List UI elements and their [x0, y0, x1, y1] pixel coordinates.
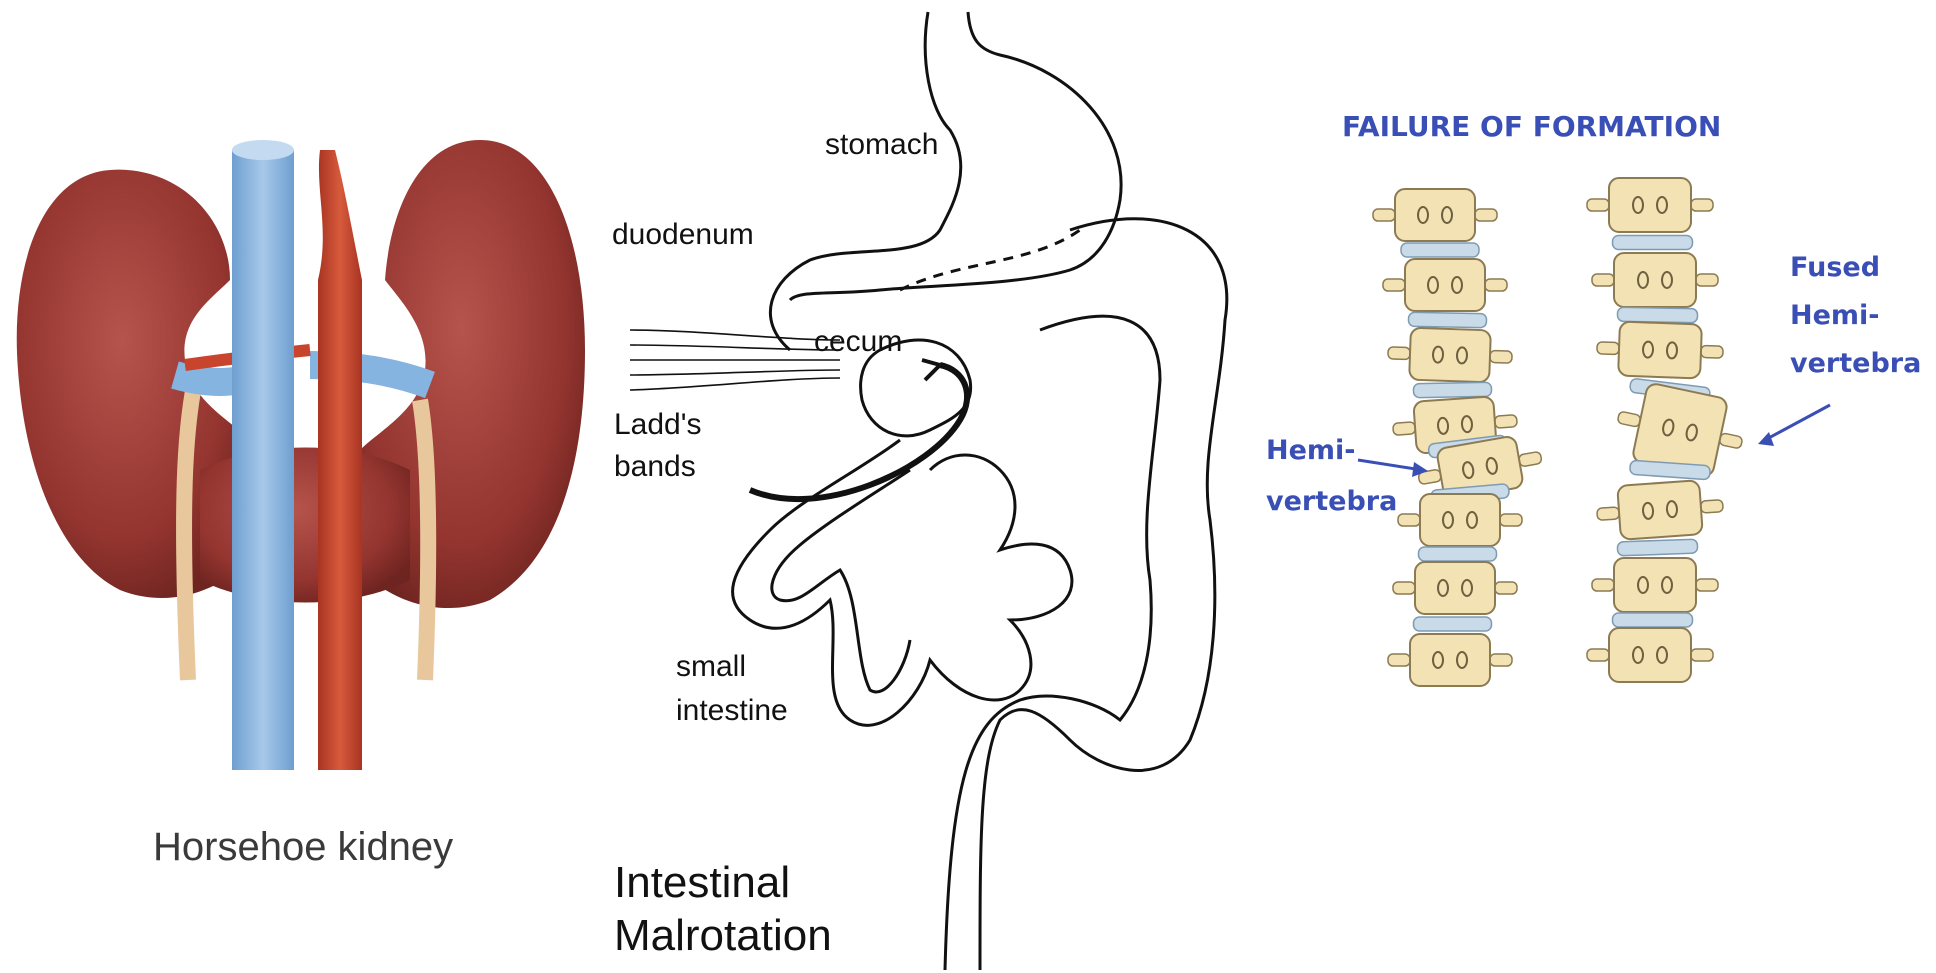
ivc-opening [232, 140, 294, 160]
small-intestine-inner [772, 470, 910, 692]
fused-label-line2: Hemi- [1790, 300, 1880, 331]
small-intestine-label-line1: small [676, 650, 746, 684]
horseshoe-kidney-panel: Horsehoe kidney [0, 0, 600, 973]
vertebra [1398, 494, 1522, 546]
intervertebral-disc [1617, 539, 1697, 556]
ladds-band-2 [630, 345, 840, 350]
ladds-label-line1: Ladd's [614, 408, 701, 442]
cecum-label: cecum [814, 325, 902, 359]
intervertebral-disc [1408, 312, 1486, 327]
ladds-label-line2: bands [614, 450, 696, 484]
hemi-vertebra-label-line2: vertebra [1266, 486, 1397, 517]
right-spine [1587, 178, 1750, 682]
intervertebral-disc [1413, 382, 1491, 397]
vertebra-panel: FAILURE OF FORMATION Hemi- vertebra Fuse… [1250, 0, 1936, 973]
vertebra [1393, 562, 1517, 614]
aorta [318, 150, 362, 770]
malrotation-caption-line1: Intestinal [614, 855, 790, 911]
vertebra [1387, 327, 1513, 383]
hidden-duodenum [900, 230, 1080, 290]
colon-outline-outer [980, 219, 1227, 970]
intestinal-malrotation-panel: stomach duodenum cecum Ladd's bands smal… [600, 0, 1250, 973]
rotation-arrowhead [922, 360, 940, 380]
duodenum-label: duodenum [612, 218, 754, 252]
vertebra [1595, 479, 1724, 542]
stomach-label: stomach [825, 128, 938, 162]
vertebra [1596, 321, 1724, 379]
ladds-band-1 [630, 330, 840, 340]
vertebra [1592, 558, 1718, 612]
vertebra [1592, 253, 1718, 307]
intervertebral-disc [1617, 307, 1697, 322]
fused-hemi-vertebra-arrow [1758, 405, 1830, 446]
malrotation-caption-line2: Malrotation [614, 908, 832, 964]
stomach-outline [770, 12, 960, 350]
intervertebral-disc [1613, 613, 1693, 627]
rotation-arrow [750, 365, 967, 499]
vertebra [1383, 259, 1507, 311]
fused-label-line1: Fused [1790, 252, 1880, 283]
intervertebral-disc [1613, 236, 1693, 250]
intervertebral-disc [1401, 243, 1479, 257]
vertebra [1587, 178, 1713, 232]
small-intestine-label-line2: intestine [676, 694, 788, 728]
kidney-caption: Horsehoe kidney [153, 825, 453, 870]
vertebra [1373, 189, 1497, 241]
hemi-vertebra-label-line1: Hemi- [1266, 435, 1356, 466]
intervertebral-disc [1419, 547, 1497, 561]
small-intestine-outline [733, 440, 1072, 725]
vertebra [1587, 628, 1713, 682]
colon-outline-inner [945, 316, 1160, 970]
vertebra [1388, 634, 1512, 686]
left-spine [1373, 189, 1546, 686]
intervertebral-disc [1414, 617, 1492, 631]
ladds-band-5 [630, 378, 840, 390]
ladds-band-4 [630, 370, 840, 375]
hemi-vertebra-arrow [1358, 460, 1428, 477]
right-ureter [420, 400, 428, 680]
inferior-vena-cava [232, 150, 294, 770]
fused-label-line3: vertebra [1790, 348, 1921, 379]
isthmus [200, 448, 410, 603]
